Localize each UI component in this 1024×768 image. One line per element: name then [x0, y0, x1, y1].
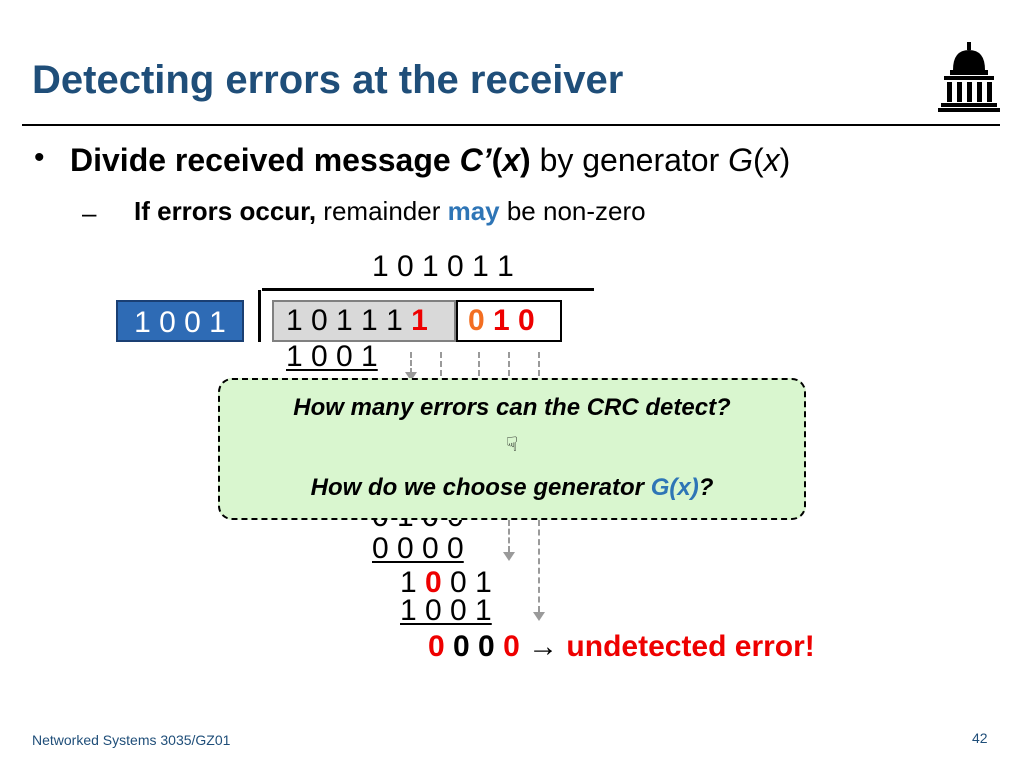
c-prime-symbol: C’ — [459, 142, 492, 178]
division-step-zero: 0 0 0 0 — [372, 532, 464, 565]
bullet-main: Divide received message C’(x) by generat… — [70, 142, 790, 179]
gx-paren-close: ) — [779, 142, 791, 178]
message-error-bit: 1 — [411, 304, 428, 337]
question-2-suffix: ? — [698, 474, 714, 501]
sub-bullet-mid: remainder — [316, 196, 448, 226]
result-bits-mid: 0 0 — [444, 630, 504, 663]
remainder-bit-1: 0 — [468, 304, 485, 337]
question-2-generator: G(x) — [650, 474, 699, 501]
sub-bullet-may: may — [447, 196, 500, 226]
message-box — [272, 300, 456, 342]
bring-down-line — [508, 352, 510, 376]
hand-pointer-icon: ☟ — [505, 434, 519, 456]
x-variable: x — [502, 142, 521, 178]
row-b-pre: 1 — [400, 566, 426, 599]
question-callout — [218, 378, 806, 520]
university-building-icon — [938, 42, 1000, 112]
sub-bullet-dash: – — [82, 198, 97, 228]
sub-bullet-end: be non-zero — [499, 196, 646, 226]
callout-question-2: How do we choose generator G(x)? — [218, 474, 806, 502]
undetected-error-label: undetected error! — [566, 630, 815, 663]
remainder-box — [456, 300, 562, 342]
division-result: 0 0 0 0 → undetected error! — [428, 630, 815, 664]
remainder-bit-3: 0 — [518, 304, 535, 337]
division-step-1: 1 0 0 1 — [286, 340, 378, 373]
bring-down-line — [440, 352, 442, 376]
message-bits: 1 0 1 1 1 — [286, 304, 412, 337]
gx-variable: x — [763, 142, 780, 178]
title-divider — [22, 124, 1000, 126]
paren-open: ( — [491, 142, 503, 178]
arrow-head — [503, 552, 515, 561]
footer-course: Networked Systems 3035/GZ01 — [32, 732, 231, 748]
result-bit-1: 0 — [428, 630, 445, 663]
g-symbol: G — [728, 142, 754, 178]
row-b-error-bit: 0 — [425, 566, 442, 599]
arrow-head — [405, 372, 417, 381]
result-bit-4: 0 — [503, 630, 520, 663]
paren-close: ) — [520, 142, 531, 178]
division-row-b: 1 0 0 1 — [400, 566, 492, 600]
division-step-last: 1 0 0 1 — [400, 594, 492, 627]
row-b-post: 0 1 — [441, 566, 492, 599]
bring-down-arrow — [410, 352, 412, 374]
sub-bullet-bold: If errors occur, — [134, 196, 317, 226]
bullet-main-rest: by generator — [530, 142, 729, 178]
bullet-marker: • — [34, 141, 45, 174]
received-message: 1 0 1 1 1 1 — [286, 304, 428, 338]
right-arrow-icon: → — [519, 630, 567, 663]
generator-box: 1 0 0 1 — [116, 300, 244, 342]
gx-paren-open: ( — [753, 142, 764, 178]
bring-down-arrow — [538, 520, 540, 612]
page-number: 42 — [972, 730, 988, 746]
bullet-main-bold: Divide received message — [70, 142, 460, 178]
bring-down-line — [478, 352, 480, 376]
slide-title: Detecting errors at the receiver — [32, 58, 624, 102]
division-bar — [258, 290, 261, 342]
bring-down-arrow — [508, 520, 510, 552]
question-2-prefix: How do we choose generator — [310, 474, 651, 501]
sub-bullet: If errors occur, remainder may be non-ze… — [134, 196, 646, 227]
bring-down-line — [538, 352, 540, 376]
quotient: 1 0 1 0 1 1 — [372, 250, 514, 283]
arrow-head — [533, 612, 545, 621]
remainder-bit-2: 1 — [484, 304, 519, 337]
callout-question-1: How many errors can the CRC detect? — [293, 394, 731, 421]
division-top-line — [262, 288, 594, 291]
remainder-bits: 0 1 0 — [468, 304, 535, 338]
